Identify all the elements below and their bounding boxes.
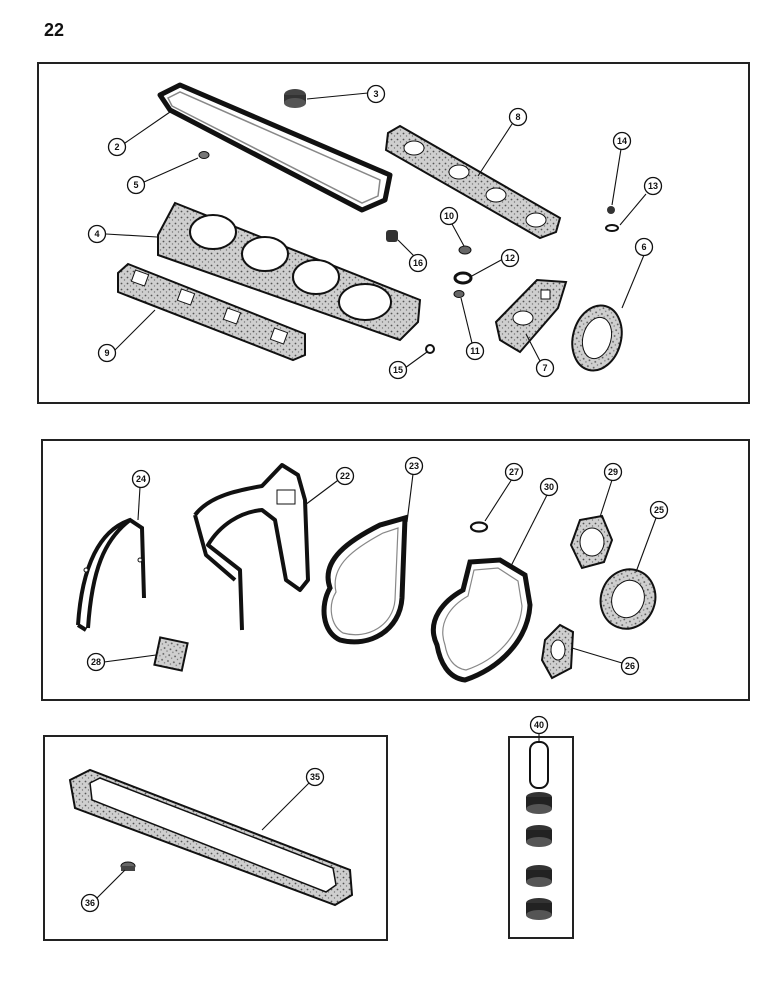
svg-text:3: 3 xyxy=(373,89,378,99)
svg-text:29: 29 xyxy=(608,467,618,477)
svg-text:23: 23 xyxy=(409,461,419,471)
callout-25: 25 xyxy=(649,500,669,520)
rocker-cover-gasket xyxy=(157,82,393,213)
svg-text:40: 40 xyxy=(534,720,544,730)
callout-9: 9 xyxy=(97,343,117,363)
callout-29: 29 xyxy=(603,462,623,482)
svg-text:30: 30 xyxy=(544,482,554,492)
callout-12: 12 xyxy=(500,248,520,268)
cover-gasket-23 xyxy=(321,514,408,645)
leader-lines xyxy=(96,92,657,899)
svg-text:27: 27 xyxy=(509,467,519,477)
callout-5: 5 xyxy=(126,175,146,195)
callout-14: 14 xyxy=(612,131,632,151)
svg-text:14: 14 xyxy=(617,136,627,146)
timing-cover-gasket-22 xyxy=(193,463,310,631)
callout-8: 8 xyxy=(508,107,528,127)
head-gasket xyxy=(157,201,422,342)
svg-text:4: 4 xyxy=(94,229,99,239)
callout-2: 2 xyxy=(107,137,127,157)
callout-24: 24 xyxy=(131,469,151,489)
page-number: 22 xyxy=(44,20,65,40)
callout-15: 15 xyxy=(388,360,408,380)
svg-text:35: 35 xyxy=(310,772,320,782)
svg-text:28: 28 xyxy=(91,657,101,667)
callout-30: 30 xyxy=(539,477,559,497)
plug-part-16 xyxy=(386,230,398,242)
callout-11: 11 xyxy=(465,341,485,361)
grommet-part xyxy=(284,89,306,108)
callout-4: 4 xyxy=(87,224,107,244)
round-gasket-6 xyxy=(571,304,623,372)
callout-16: 16 xyxy=(408,253,428,273)
callout-3: 3 xyxy=(366,84,386,104)
seal-sleeve-40 xyxy=(529,741,549,789)
svg-text:13: 13 xyxy=(648,181,658,191)
svg-text:9: 9 xyxy=(104,348,109,358)
callout-35: 35 xyxy=(305,767,325,787)
svg-text:25: 25 xyxy=(654,505,664,515)
callout-26: 26 xyxy=(620,656,640,676)
oil-pan-gasket-35 xyxy=(68,768,354,907)
svg-text:5: 5 xyxy=(133,180,138,190)
seal-rings-40 xyxy=(526,792,552,920)
svg-text:16: 16 xyxy=(413,258,423,268)
callout-22: 22 xyxy=(335,466,355,486)
callout-6: 6 xyxy=(634,237,654,257)
svg-text:24: 24 xyxy=(136,474,146,484)
svg-text:36: 36 xyxy=(85,898,95,908)
callout-7: 7 xyxy=(535,358,555,378)
o-ring-27 xyxy=(469,521,489,533)
svg-text:12: 12 xyxy=(505,253,515,263)
gasket-26 xyxy=(540,623,575,680)
washer-parts xyxy=(453,245,473,298)
outlet-gasket xyxy=(494,278,568,354)
svg-text:6: 6 xyxy=(641,242,646,252)
round-gasket-25 xyxy=(599,568,657,630)
svg-text:2: 2 xyxy=(114,142,119,152)
svg-text:26: 26 xyxy=(625,661,635,671)
svg-text:15: 15 xyxy=(393,365,403,375)
timing-gasket-24 xyxy=(76,517,146,632)
callout-27: 27 xyxy=(504,462,524,482)
svg-text:7: 7 xyxy=(542,363,547,373)
manifold-gasket-lower xyxy=(117,262,306,362)
svg-text:22: 22 xyxy=(340,471,350,481)
small-part-15 xyxy=(425,344,435,354)
round-gasket-29 xyxy=(569,514,614,570)
callout-10: 10 xyxy=(439,206,459,226)
manifold-gasket-upper xyxy=(384,124,562,240)
callout-40: 40 xyxy=(529,715,549,735)
grommet-36 xyxy=(120,861,136,871)
o-ring-parts xyxy=(605,206,619,232)
callout-23: 23 xyxy=(404,456,424,476)
callout-13: 13 xyxy=(643,176,663,196)
svg-text:11: 11 xyxy=(470,346,480,356)
svg-text:8: 8 xyxy=(515,112,520,122)
pump-gasket-30 xyxy=(430,557,533,683)
callout-28: 28 xyxy=(86,652,106,672)
square-gasket-28 xyxy=(153,636,189,672)
callout-36: 36 xyxy=(80,893,100,913)
small-grommet-part xyxy=(198,151,210,159)
svg-text:10: 10 xyxy=(444,211,454,221)
